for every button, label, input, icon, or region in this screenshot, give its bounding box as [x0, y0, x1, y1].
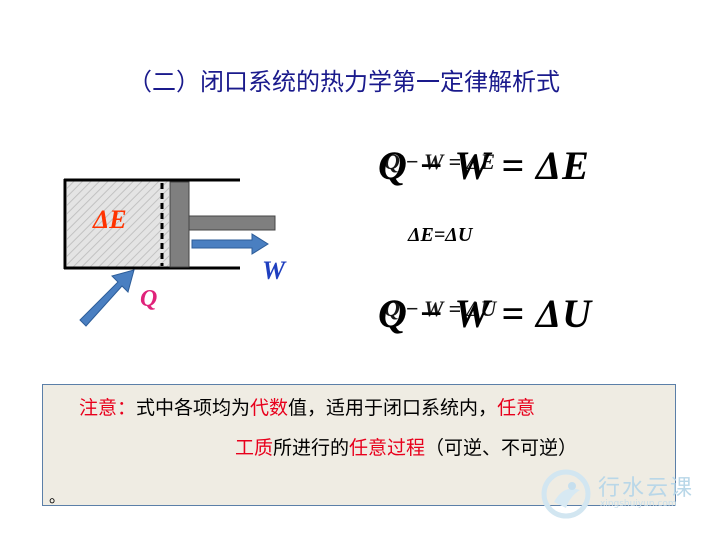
note-red-c: 工质 — [235, 437, 274, 459]
gas-region — [67, 181, 169, 267]
equation-1: Q − W = ΔE — [378, 143, 590, 188]
note-red-a: 代数 — [250, 397, 289, 419]
equation-1-overlay: Q − W = ΔE — [384, 149, 495, 174]
equation-middle: ΔE=ΔU — [408, 224, 473, 246]
watermark-brand: 行水云课 — [598, 476, 695, 501]
heat-label: Q — [140, 286, 158, 312]
note-line-2: 工质所进行的任意过程（可逆、不可逆） — [235, 433, 577, 460]
note-line-1: 注意：式中各项均为代数值，适用于闭口系统内，任意 — [79, 393, 535, 420]
cylinder — [63, 178, 276, 270]
note-box: 注意：式中各项均为代数值，适用于闭口系统内，任意 工质所进行的任意过程（可逆、不… — [42, 384, 676, 506]
note-text-d: （可逆、不可逆） — [425, 437, 578, 459]
delta-e-label: ΔE — [93, 205, 127, 234]
equation-2-overlay: Q − W = ΔU — [384, 296, 497, 321]
equation-2: Q − W = ΔU — [378, 291, 593, 336]
work-label: W — [262, 256, 286, 285]
note-red-b: 任意 — [497, 397, 536, 419]
watermark-url: xingshuiyun.com — [600, 499, 677, 509]
heat-arrow — [79, 269, 135, 327]
note-line-3: 。 — [49, 487, 66, 506]
note-label: 注意： — [79, 397, 137, 419]
piston-rod — [188, 215, 276, 231]
note-text-b: 值，适用于闭口系统内， — [288, 397, 498, 419]
work-arrow — [191, 233, 269, 255]
page-title: （二）闭口系统的热力学第一定律解析式 — [128, 68, 560, 96]
note-text-c: 所进行的 — [273, 437, 350, 459]
piston — [169, 181, 190, 268]
watermark-logo-icon — [541, 469, 591, 519]
note-red-d: 任意过程 — [349, 437, 426, 459]
note-text-a: 式中各项均为 — [136, 397, 251, 419]
